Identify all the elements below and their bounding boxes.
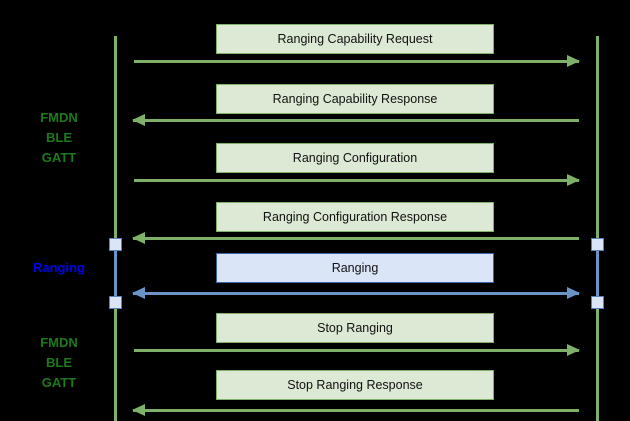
message-box-ranging-configuration-response: Ranging Configuration Response [216,202,494,232]
message-arrow-ranging-configuration-response [132,232,579,244]
message-box-ranging-configuration: Ranging Configuration [216,143,494,173]
message-arrow-ranging-capability-response [132,114,579,126]
message-box-ranging: Ranging [216,253,494,283]
activation-node-right-start [591,238,604,251]
lifeline-left [114,36,117,421]
message-arrow-ranging-bidirectional [132,287,580,299]
lifeline-right [596,36,599,421]
arrowhead-right-icon [567,287,580,299]
phase-label-gatt-bottom: FMDN BLE GATT [40,335,78,390]
arrow-shaft [133,292,579,295]
activation-bar-right [596,244,599,302]
message-arrow-stop-ranging [134,344,580,356]
arrowhead-left-icon [132,232,145,244]
message-arrow-ranging-configuration [134,174,580,186]
message-box-ranging-capability-request: Ranging Capability Request [216,24,494,54]
arrowhead-right-icon [567,344,580,356]
arrowhead-left-icon [132,114,145,126]
phase-label-ranging: Ranging [33,260,85,275]
arrowhead-right-icon [567,55,580,67]
message-box-stop-ranging: Stop Ranging [216,313,494,343]
arrow-shaft [134,60,579,63]
arrow-shaft [134,179,579,182]
activation-node-left-end [109,296,122,309]
activation-bar-left [114,244,117,302]
message-arrow-ranging-capability-request [134,55,580,67]
message-arrow-stop-ranging-response [132,404,579,416]
arrow-shaft [134,349,579,352]
message-box-ranging-capability-response: Ranging Capability Response [216,84,494,114]
arrow-shaft [133,409,579,412]
message-box-stop-ranging-response: Stop Ranging Response [216,370,494,400]
arrowhead-right-icon [567,174,580,186]
phase-label-gatt-top: FMDN BLE GATT [40,110,78,165]
arrowhead-left-icon [132,404,145,416]
arrow-shaft [133,237,579,240]
activation-node-left-start [109,238,122,251]
arrowhead-left-icon [132,287,145,299]
arrow-shaft [133,119,579,122]
activation-node-right-end [591,296,604,309]
